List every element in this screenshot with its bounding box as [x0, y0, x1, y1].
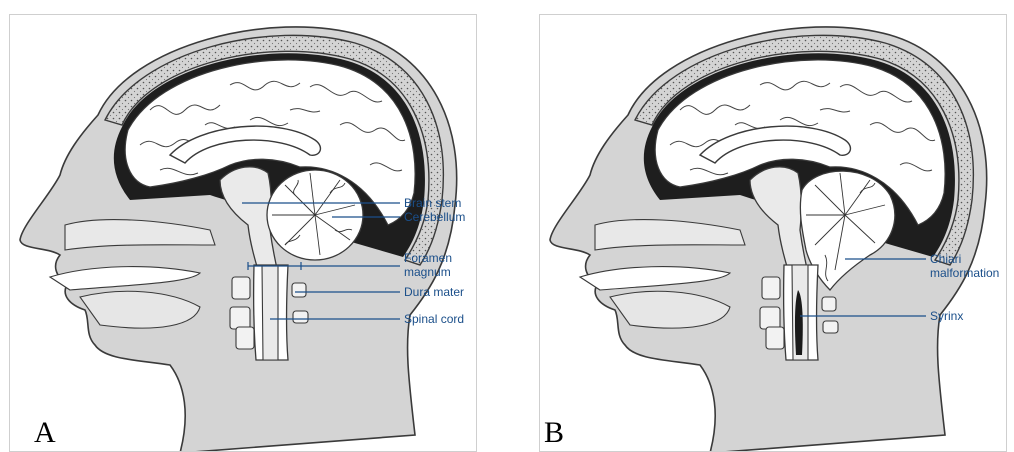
label-brain-stem: Brain stem — [404, 197, 461, 210]
panel-a-normal-anatomy: Brain stem Cerebellum Foramen magnum Dur… — [9, 14, 477, 452]
label-foramen-line2: magnum — [404, 266, 451, 279]
label-chiari-line2: malformation — [930, 267, 999, 280]
cerebellum-shape — [267, 170, 363, 260]
label-syrinx: Syrinx — [930, 310, 963, 323]
panel-letter-a: A — [34, 418, 56, 448]
panel-b-chiari-malformation: Chiari malformation Syrinx B — [539, 14, 1007, 452]
label-spinal-cord: Spinal cord — [404, 313, 464, 326]
label-chiari-line1: Chiari — [930, 253, 961, 266]
head-sagittal-illustration-b — [540, 15, 1007, 452]
label-cerebellum: Cerebellum — [404, 211, 465, 224]
spinal-cord-shape — [262, 265, 278, 360]
head-sagittal-illustration-a — [10, 15, 477, 452]
label-foramen-line1: Foramen — [404, 252, 452, 265]
panel-letter-b: B — [544, 418, 564, 448]
label-dura-mater: Dura mater — [404, 286, 464, 299]
